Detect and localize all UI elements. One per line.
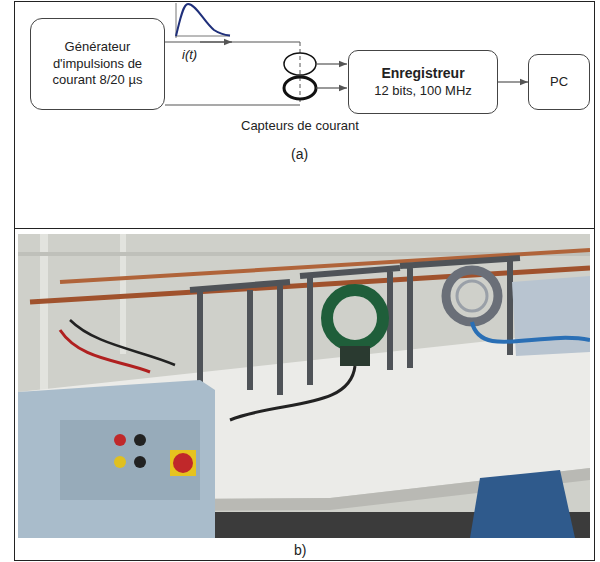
cable <box>70 320 175 365</box>
box-title: Générateur d'impulsions de courant 8/20 … <box>51 39 144 90</box>
conductor <box>300 42 301 105</box>
current-arrow <box>200 41 232 42</box>
caption-label: Capteurs de courant <box>241 118 359 134</box>
button <box>134 434 146 446</box>
sensor-ring <box>457 281 487 311</box>
box-title: PC <box>550 74 568 91</box>
sensor-base <box>340 346 370 366</box>
cable <box>472 322 590 342</box>
cable <box>230 366 355 420</box>
panel-label: b) <box>294 542 306 559</box>
wire <box>165 104 300 105</box>
chair <box>470 470 575 538</box>
stand <box>400 258 520 368</box>
box-detail: 12 bits, 100 MHz <box>374 83 472 100</box>
control-panel <box>60 420 200 500</box>
current-sensor <box>284 77 316 99</box>
stand <box>300 268 400 385</box>
button <box>134 456 146 468</box>
sensor-ring <box>327 290 383 346</box>
box-title: Enregistreur <box>381 64 464 82</box>
button <box>114 456 126 468</box>
emergency-stop <box>173 453 193 473</box>
pulse-curve <box>176 4 230 36</box>
generator-box: Générateur d'impulsions de courant 8/20 … <box>30 18 165 110</box>
button <box>114 434 126 446</box>
current-sensor <box>284 53 316 75</box>
connector-arrow <box>498 81 528 82</box>
photo <box>18 234 590 542</box>
wire <box>165 41 300 42</box>
wall <box>18 234 590 538</box>
time-axis <box>175 36 230 37</box>
panel-label: (a) <box>291 146 308 163</box>
signal-name: i(t) <box>182 47 197 63</box>
recorder-box: Enregistreur12 bits, 100 MHz <box>348 50 498 114</box>
recorder-device <box>512 276 590 356</box>
sensor-ring <box>446 270 498 322</box>
figure-frame <box>15 2 595 561</box>
signal-arrow <box>316 87 347 88</box>
pc-box: PC <box>528 54 590 110</box>
signal-arrow <box>316 63 347 64</box>
shape <box>18 234 590 538</box>
waveform <box>175 3 230 38</box>
stand <box>190 258 520 410</box>
generator-device <box>18 380 215 538</box>
emergency-stop-base <box>170 450 196 476</box>
shelf-post <box>40 234 48 394</box>
panel-separator <box>15 228 595 229</box>
